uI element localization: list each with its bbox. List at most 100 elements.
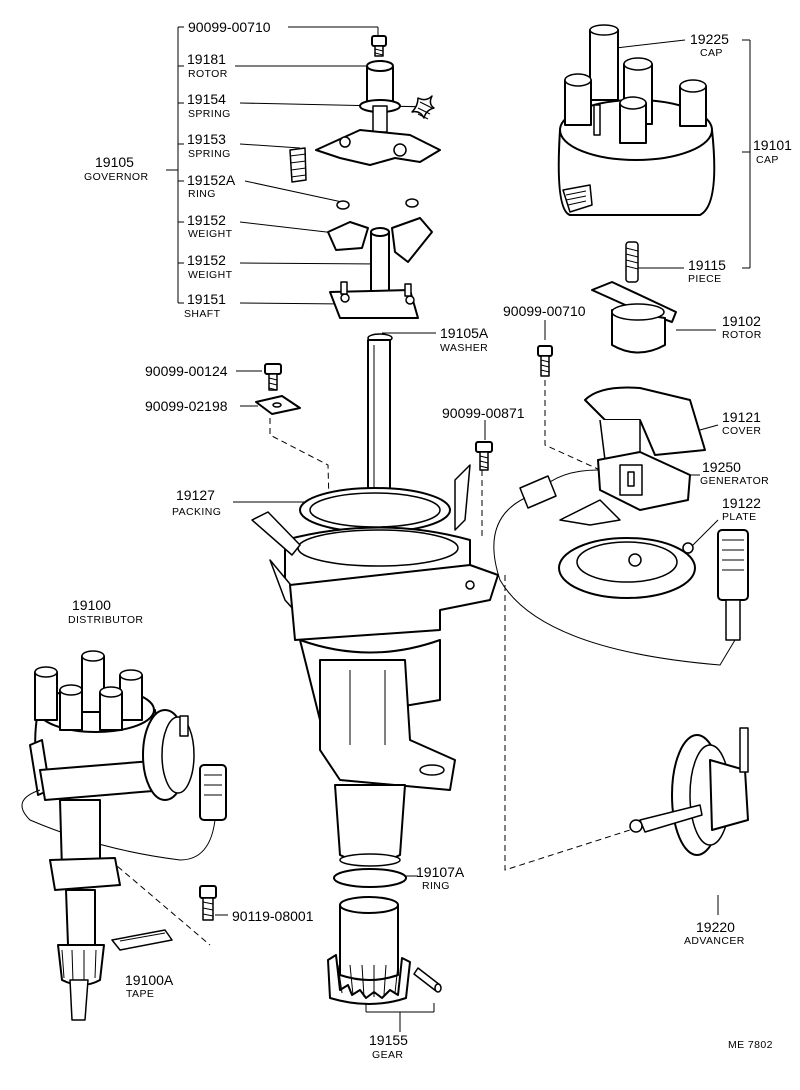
governor-shaft-19151 <box>329 227 419 319</box>
svg-text:SHAFT: SHAFT <box>184 308 221 320</box>
svg-text:ROTOR: ROTOR <box>722 329 762 341</box>
screw-90099-00710-top <box>371 35 387 57</box>
generator-19250 <box>493 451 749 666</box>
callout-19100A: 19100A TAPE <box>125 972 174 1000</box>
svg-text:19152: 19152 <box>187 252 226 268</box>
callout-19100: 19100 DISTRIBUTOR <box>68 597 143 626</box>
svg-text:19155: 19155 <box>369 1032 408 1048</box>
svg-text:19105A: 19105A <box>440 325 489 341</box>
svg-text:19154: 19154 <box>187 91 226 107</box>
callout-19101: 19101 CAP <box>753 137 792 166</box>
callout-9009902198: 90099-02198 <box>145 398 228 414</box>
carbon-piece-19115 <box>625 241 639 283</box>
cam-plate <box>315 129 441 166</box>
callout-19220: 19220 ADVANCER <box>684 919 745 947</box>
distributor-cap-19101 <box>557 24 716 216</box>
svg-text:PACKING: PACKING <box>172 506 221 518</box>
callout-19105A: 19105A WASHER <box>440 325 489 354</box>
svg-text:19101: 19101 <box>753 137 792 153</box>
callout-9009900871: 90099-00871 <box>442 405 525 421</box>
distributor-assembly-19100 <box>21 650 227 1021</box>
callout-19115: 19115 PIECE <box>688 257 726 285</box>
svg-text:19127: 19127 <box>176 487 215 503</box>
svg-text:19115: 19115 <box>688 257 726 273</box>
svg-text:19225: 19225 <box>690 31 729 47</box>
weight-19152 <box>327 217 433 263</box>
drawing-code: ME 7802 <box>728 1039 773 1051</box>
svg-text:19100A: 19100A <box>125 972 174 988</box>
svg-text:GOVERNOR: GOVERNOR <box>84 171 148 183</box>
svg-text:19107A: 19107A <box>416 864 465 880</box>
governor-rotor-19181 <box>359 60 401 133</box>
svg-text:WEIGHT: WEIGHT <box>188 228 233 240</box>
svg-text:19122: 19122 <box>722 495 761 511</box>
callout-19153: 19153 SPRING <box>187 131 231 160</box>
svg-text:PIECE: PIECE <box>688 273 722 285</box>
svg-text:WEIGHT: WEIGHT <box>188 269 233 281</box>
callout-9011908001: 90119-08001 <box>232 908 314 924</box>
svg-text:19121: 19121 <box>722 409 761 425</box>
svg-text:GENERATOR: GENERATOR <box>700 475 769 487</box>
screw-90099-00710-side <box>537 345 553 377</box>
screw-90099-00124 <box>264 363 282 391</box>
callout-19152-weight-1: 19152 WEIGHT <box>187 212 233 240</box>
ring-19152A <box>336 198 419 210</box>
svg-text:RING: RING <box>188 188 216 200</box>
o-ring-19107A <box>333 868 407 888</box>
svg-text:PLATE: PLATE <box>722 511 756 523</box>
governor-assembly <box>289 35 441 319</box>
distributor-housing <box>251 333 499 888</box>
spring-19154 <box>411 95 435 120</box>
advancer-19220 <box>629 727 749 856</box>
callout-19105: 19105 GOVERNOR <box>84 154 148 183</box>
svg-text:COVER: COVER <box>722 425 761 437</box>
svg-text:WASHER: WASHER <box>440 342 488 354</box>
tape-19100A <box>111 929 173 951</box>
callout-19102: 19102 ROTOR <box>722 313 762 341</box>
callout-9009900710-side: 90099-00710 <box>503 303 586 319</box>
callout-19225: 19225 CAP <box>690 31 729 59</box>
svg-text:DISTRIBUTOR: DISTRIBUTOR <box>68 614 143 626</box>
svg-text:90119-08001: 90119-08001 <box>232 908 314 924</box>
svg-text:ROTOR: ROTOR <box>188 68 228 80</box>
svg-text:19151: 19151 <box>187 291 226 307</box>
callout-19181: 19181 ROTOR <box>187 51 228 80</box>
svg-text:RING: RING <box>422 880 450 892</box>
callout-9009900710-top: 90099-00710 <box>188 19 271 35</box>
svg-text:GEAR: GEAR <box>372 1049 403 1061</box>
callout-19127: 19127 PACKING <box>172 487 221 518</box>
svg-text:CAP: CAP <box>756 154 779 166</box>
svg-text:19153: 19153 <box>187 131 226 147</box>
washer-90099-02198 <box>255 395 301 415</box>
svg-text:TAPE: TAPE <box>126 988 154 1000</box>
plate-19122 <box>558 537 696 599</box>
rotor-19102 <box>591 281 677 354</box>
bolt-90119-08001 <box>199 885 217 921</box>
callout-19155: 19155 GEAR <box>369 1032 408 1061</box>
svg-text:SPRING: SPRING <box>188 108 231 120</box>
callout-19151: 19151 SHAFT <box>184 291 226 320</box>
svg-text:CAP: CAP <box>700 47 723 59</box>
svg-text:19152A: 19152A <box>187 172 236 188</box>
svg-text:19105: 19105 <box>95 154 134 170</box>
callout-19121: 19121 COVER <box>722 409 761 437</box>
callout-9009900124: 90099-00124 <box>145 363 228 379</box>
svg-text:19152: 19152 <box>187 212 226 228</box>
svg-text:19102: 19102 <box>722 313 761 329</box>
callout-19154: 19154 SPRING <box>187 91 231 120</box>
svg-text:90099-02198: 90099-02198 <box>145 398 228 414</box>
gear-19155 <box>327 896 442 1005</box>
svg-text:90099-00710: 90099-00710 <box>503 303 586 319</box>
svg-text:19220: 19220 <box>696 919 735 935</box>
svg-text:19181: 19181 <box>187 51 226 67</box>
callout-19152-weight-2: 19152 WEIGHT <box>187 252 233 281</box>
svg-text:ADVANCER: ADVANCER <box>684 935 745 947</box>
svg-text:19250: 19250 <box>702 459 741 475</box>
svg-text:19100: 19100 <box>72 597 111 613</box>
callout-19107A: 19107A RING <box>416 864 465 892</box>
svg-text:SPRING: SPRING <box>188 148 231 160</box>
svg-text:90099-00871: 90099-00871 <box>442 405 525 421</box>
svg-text:90099-00124: 90099-00124 <box>145 363 228 379</box>
svg-text:90099-00710: 90099-00710 <box>188 19 271 35</box>
